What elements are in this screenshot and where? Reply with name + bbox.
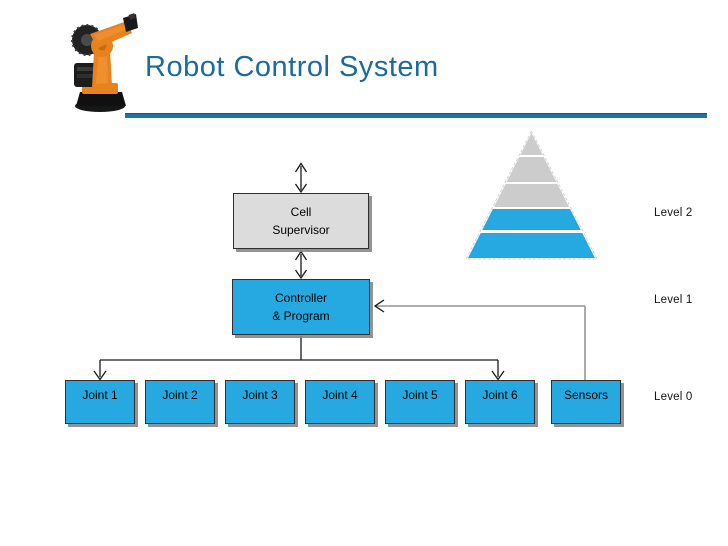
box-label: Joint 1 bbox=[82, 388, 118, 402]
pyramid-graphic bbox=[465, 129, 598, 260]
line-sensors-feedback bbox=[376, 305, 586, 380]
level-1-label: Level 1 bbox=[654, 294, 693, 306]
line-controller-to-joints bbox=[99, 336, 499, 377]
pyramid-band-3 bbox=[493, 184, 570, 207]
box-label: Joint 3 bbox=[242, 388, 278, 402]
box-label: Joint 4 bbox=[322, 388, 358, 402]
box-label: Controller bbox=[274, 291, 328, 305]
pyramid-band-bottom bbox=[468, 233, 595, 258]
left-arrow-into-controller bbox=[373, 299, 385, 313]
box-joint-4: Joint 4 bbox=[305, 380, 375, 424]
box-sensors: Sensors bbox=[551, 380, 621, 424]
down-arrow-into-joint1 bbox=[93, 370, 107, 381]
box-joint-1: Joint 1 bbox=[65, 380, 135, 424]
box-label: Supervisor bbox=[272, 223, 330, 237]
box-joint-5: Joint 5 bbox=[385, 380, 455, 424]
page-title: Robot Control System bbox=[145, 51, 439, 83]
pyramid-band-4 bbox=[482, 209, 581, 230]
box-label: & Program bbox=[272, 309, 330, 323]
box-label: Joint 6 bbox=[482, 388, 518, 402]
box-label: Sensors bbox=[563, 388, 609, 402]
bidirectional-arrow-middle bbox=[294, 250, 308, 280]
robot-arm-image bbox=[71, 13, 138, 112]
level-2-label: Level 2 bbox=[654, 207, 693, 219]
level-0-label: Level 0 bbox=[654, 391, 693, 403]
box-joint-6: Joint 6 bbox=[465, 380, 535, 424]
pyramid-band-2 bbox=[506, 157, 557, 182]
box-cell-supervisor: Cell Supervisor bbox=[233, 193, 369, 249]
box-label: Cell bbox=[290, 205, 312, 219]
title-divider bbox=[125, 113, 707, 118]
box-label: Joint 2 bbox=[162, 388, 198, 402]
pyramid-outline bbox=[465, 129, 598, 260]
box-controller-program: Controller & Program bbox=[232, 279, 370, 335]
down-arrow-into-joint6 bbox=[491, 370, 505, 381]
box-joint-3: Joint 3 bbox=[225, 380, 295, 424]
box-joint-2: Joint 2 bbox=[145, 380, 215, 424]
pyramid-band-top bbox=[520, 133, 543, 155]
bidirectional-arrow-top bbox=[294, 162, 308, 194]
box-label: Joint 5 bbox=[402, 388, 438, 402]
